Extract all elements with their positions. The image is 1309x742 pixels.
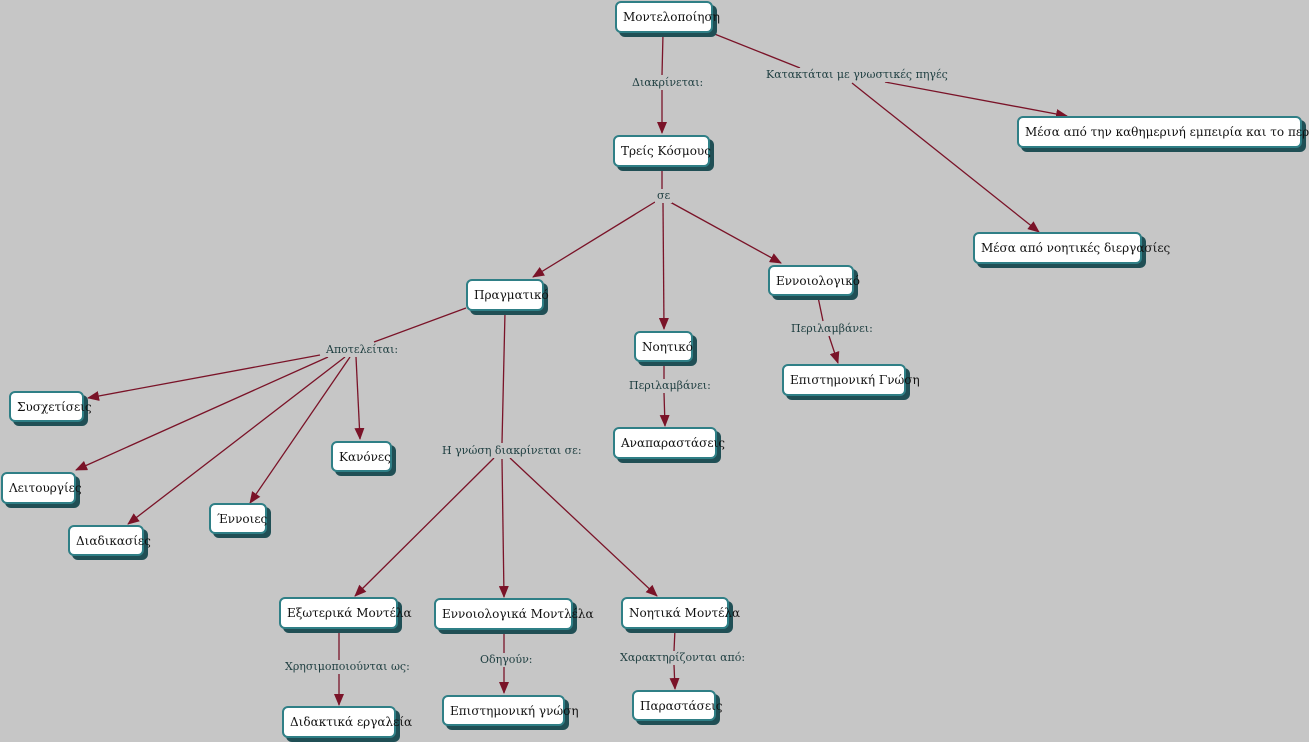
edge <box>75 356 329 471</box>
edge <box>711 32 801 69</box>
concept-node-everyday-experience[interactable]: Μέσα από την καθημερινή εμπειρία και το … <box>1017 116 1309 148</box>
concept-node-conceptual-models[interactable]: Εννοιολογικά Μοντλέλα <box>434 598 594 630</box>
edge <box>354 356 365 440</box>
concept-node-modeling[interactable]: Μοντελοποίηση <box>615 1 720 33</box>
edge <box>532 201 656 278</box>
edge <box>87 354 321 401</box>
edge <box>661 33 664 76</box>
edge <box>851 82 1040 233</box>
edge <box>498 458 509 598</box>
edge <box>249 356 351 504</box>
edge <box>669 201 782 264</box>
link-label-distinguished: Διακρίνεται: <box>630 76 706 90</box>
concept-node-mental[interactable]: Νοητικό <box>634 331 693 362</box>
link-label-used-as: Χρησιμοποιούνται ως: <box>283 660 412 674</box>
concept-node-real[interactable]: Πραγματικό <box>466 279 549 311</box>
concept-node-procedures[interactable]: Διαδικασίες <box>68 525 151 556</box>
edge <box>373 307 467 343</box>
concept-node-three-worlds[interactable]: Τρείς Κόσμους <box>613 135 711 167</box>
link-label-classified: Κατακτάται με γνωστικές πηγές <box>764 68 950 82</box>
link-label-lead: Οδηγούν: <box>478 653 535 667</box>
edge <box>659 392 670 427</box>
link-label-includes-conceptual: Περιλαμβάνει: <box>789 322 875 336</box>
concept-node-conceptual[interactable]: Εννοιολογικό <box>768 265 860 296</box>
concept-node-teaching-tools[interactable]: Διδακτικά εργαλεία <box>282 706 412 738</box>
edge <box>127 356 346 525</box>
link-label-includes-mental: Περιλαμβάνει: <box>627 379 713 393</box>
concept-node-scientific-knowledge[interactable]: Επιστημονική Γνώση <box>782 364 920 396</box>
edge <box>828 335 840 364</box>
edge <box>669 664 680 690</box>
link-label-consists: Αποτελείται: <box>324 343 401 357</box>
concept-node-relations[interactable]: Συσχετίσεις <box>9 391 92 422</box>
edge <box>817 296 824 322</box>
concept-node-concepts[interactable]: Έννοιες <box>209 503 267 534</box>
link-label-knowledge-split: Η γνώση διακρίνεται σε: <box>440 444 584 458</box>
edge <box>354 457 495 597</box>
edge <box>509 457 658 597</box>
edge <box>658 202 669 330</box>
concept-node-representations[interactable]: Αναπαραστάσεις <box>613 427 725 459</box>
concept-node-mental-processes[interactable]: Μέσα από νοητικές διεργασίες <box>973 232 1170 264</box>
concept-node-mental-models[interactable]: Νοητικά Μοντέλα <box>621 597 740 629</box>
concept-node-functions[interactable]: Λειτουργίες <box>1 472 82 504</box>
edge <box>673 628 676 652</box>
edge <box>884 81 1068 119</box>
concept-node-scientific-knowledge-2[interactable]: Επιστημονική γνώση <box>442 695 579 726</box>
link-label-in: σε <box>655 189 673 203</box>
concept-node-external-models[interactable]: Εξωτερικά Μοντέλα <box>279 597 412 629</box>
link-label-characterized: Χαρακτηρίζονται από: <box>618 651 748 665</box>
concept-node-rules[interactable]: Κανόνες <box>331 441 392 472</box>
edge <box>501 311 506 444</box>
concept-node-images[interactable]: Παραστάσεις <box>632 690 723 721</box>
